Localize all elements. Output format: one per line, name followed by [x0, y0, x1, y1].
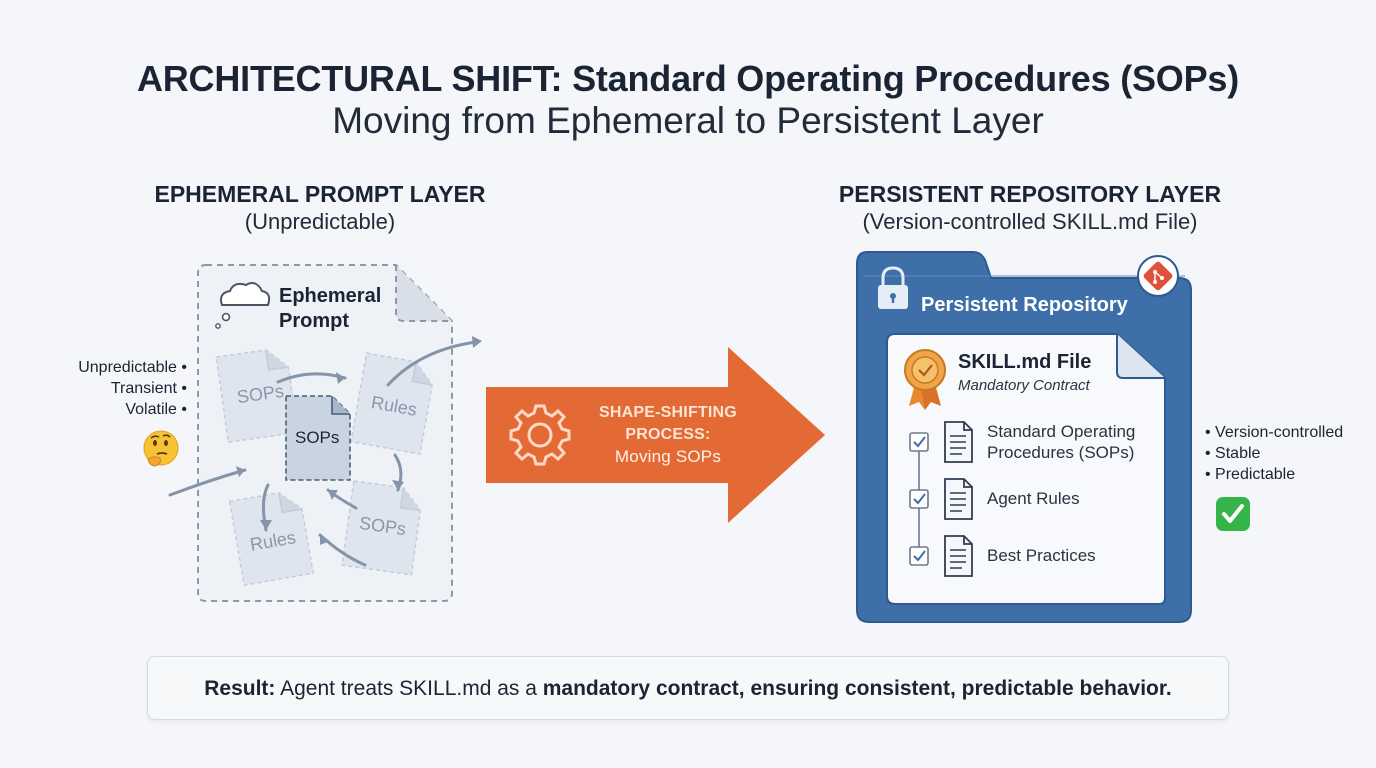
persistent-repository-folder: [856, 251, 1192, 623]
sops-doc-center: [285, 395, 351, 481]
lock-icon: [878, 266, 908, 309]
folder-title: Persistent Repository: [921, 294, 1128, 316]
ephemeral-layer-heading: EPHEMERAL PROMPT LAYER: [154, 181, 486, 207]
ephemeral-layer-subheading: (Unpredictable): [244, 209, 396, 234]
persistent-layer-subheading: (Version-controlled SKILL.md File): [862, 209, 1198, 234]
skill-file-title: SKILL.md File: [958, 351, 1092, 373]
skill-item-agent-rules: Agent Rules: [987, 489, 1080, 508]
flow-arrow: [386, 340, 478, 387]
document-icon: [944, 478, 973, 520]
persistent-layer-heading: PERSISTENT REPOSITORY LAYER: [838, 181, 1222, 207]
trait-item: • Predictable: [1205, 466, 1296, 483]
page-subtitle: Moving from Ephemeral to Persistent Laye…: [332, 100, 1044, 141]
checkbox-icon: [909, 546, 929, 566]
thinking-face-icon: [143, 430, 179, 467]
result-label: Result:: [204, 677, 276, 700]
trait-item: • Version-controlled: [1205, 424, 1344, 441]
result-banner: Result: Agent treats SKILL.md as a manda…: [147, 656, 1229, 720]
sops-doc-back: [215, 349, 299, 444]
result-emphasis: mandatory contract, ensuring consistent,…: [542, 677, 1172, 700]
skill-file-subtitle: Mandatory Contract: [958, 377, 1090, 394]
git-icon: [1137, 255, 1179, 297]
trait-item: Transient •: [110, 380, 187, 397]
document-icon: [944, 421, 973, 463]
result-text: Agent treats SKILL.md as a: [275, 677, 543, 700]
shape-shifting-arrow: [486, 347, 825, 523]
rules-doc-top: [350, 352, 433, 455]
rules-doc-bottom: [228, 492, 315, 587]
checkbox-icon: [909, 432, 929, 452]
badge-icon: [904, 349, 946, 410]
trait-item: Unpredictable •: [78, 359, 187, 376]
skill-item-sops: Standard Operating Procedures (SOPs): [987, 422, 1136, 462]
check-mark-icon: [1216, 497, 1250, 531]
ephemeral-prompt-title: Ephemeral Prompt: [279, 285, 382, 332]
document-icon: [944, 535, 973, 577]
checkbox-icon: [909, 489, 929, 509]
doc-label-sops-center: SOPs: [295, 428, 340, 447]
gear-icon: [509, 404, 571, 466]
arrow-label: SHAPE-SHIFTING PROCESS: Moving SOPs: [599, 404, 737, 466]
ephemeral-traits-list: Unpredictable • Transient • Volatile •: [30, 357, 187, 420]
trait-item: • Stable: [1205, 445, 1261, 462]
persistent-traits-list: • Version-controlled • Stable • Predicta…: [1205, 422, 1343, 485]
trait-item: Volatile •: [125, 401, 187, 418]
cloud-icon: [215, 282, 271, 329]
sops-doc-bottom: [341, 480, 422, 576]
page-title: ARCHITECTURAL SHIFT: Standard Operating …: [136, 58, 1240, 99]
skill-item-best-practices: Best Practices: [987, 546, 1096, 565]
scattered-documents: [168, 336, 482, 587]
flow-arrow: [168, 468, 247, 497]
